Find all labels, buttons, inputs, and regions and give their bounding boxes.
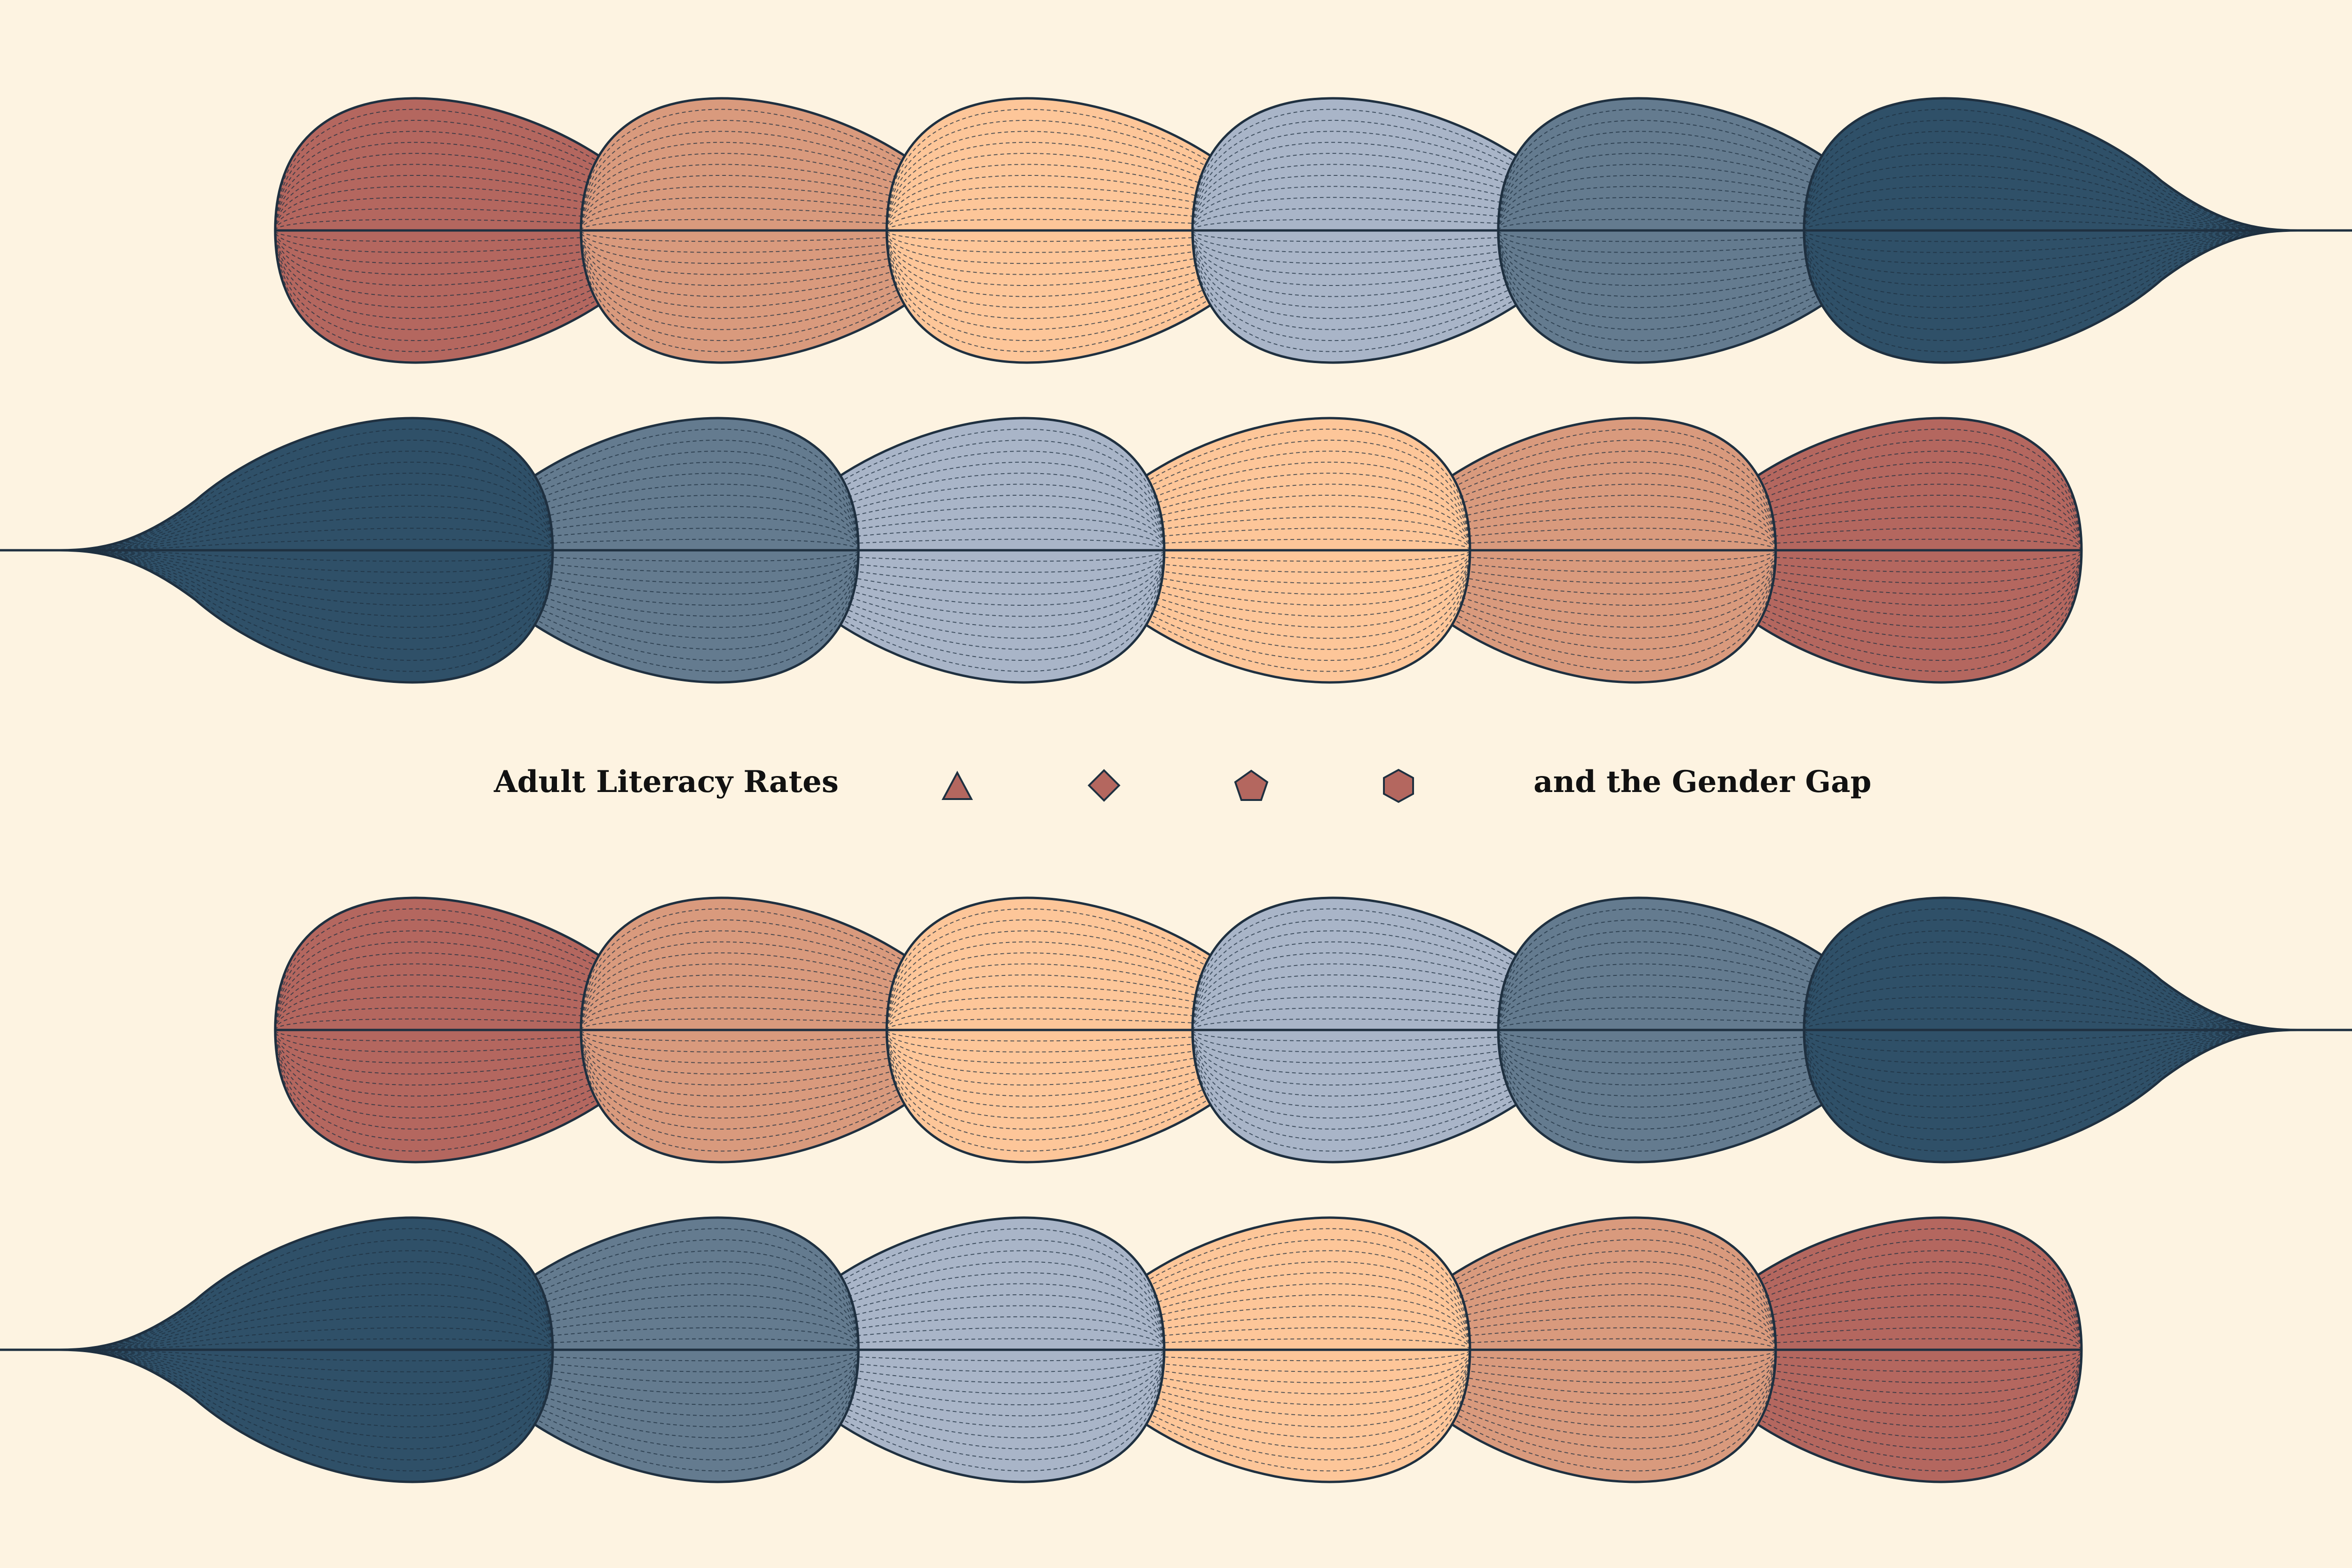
title-right: and the Gender Gap: [1534, 764, 1872, 800]
title-left: Adult Literacy Rates: [494, 764, 839, 800]
band-row-3: [274, 896, 2352, 1164]
diamond-icon: [1088, 769, 1120, 802]
pentagon-icon: [1234, 769, 1269, 801]
hexagon-icon: [1383, 768, 1414, 803]
band-row-2: [0, 417, 2083, 684]
band-row-1: [274, 97, 2352, 364]
triangle-icon: [941, 770, 973, 800]
band-row-4: [0, 1216, 2083, 1483]
